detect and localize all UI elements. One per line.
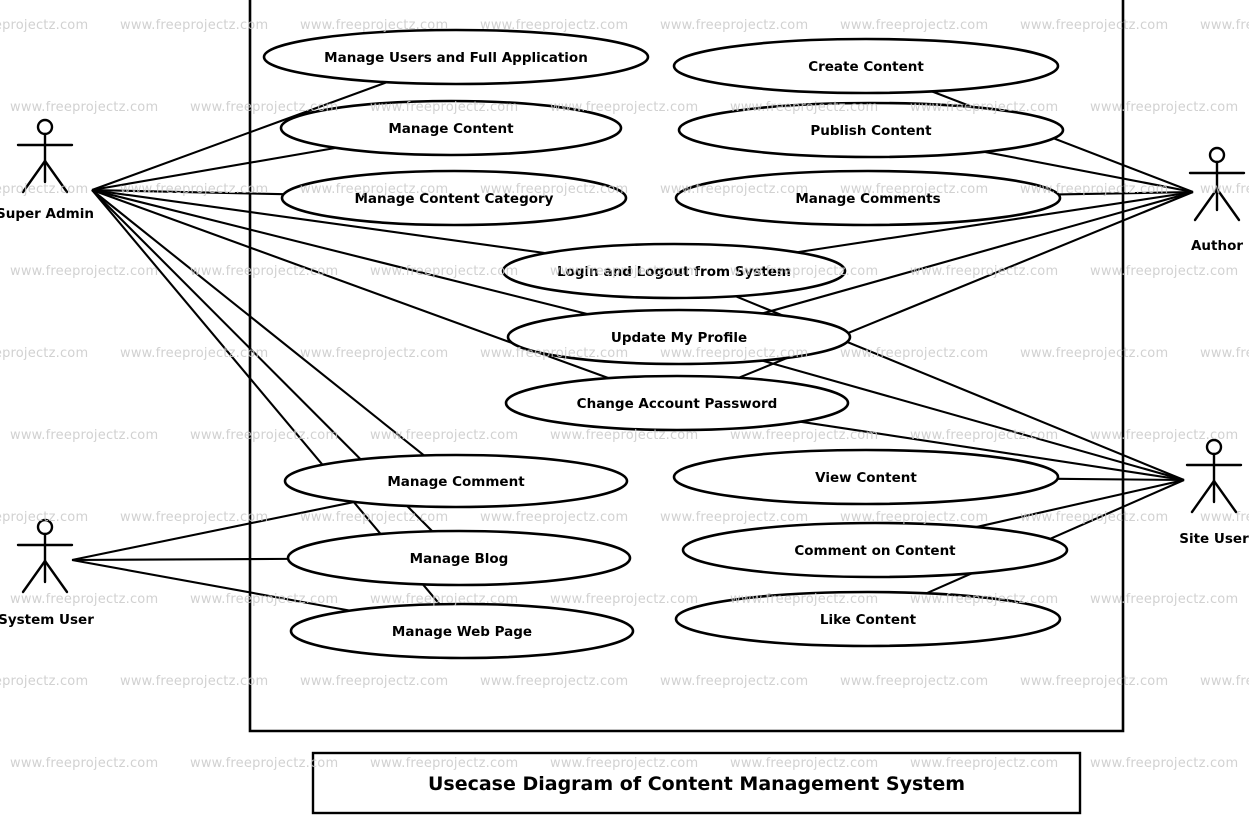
association-site-user-to-update-my-profile: [761, 359, 1185, 482]
usecase-view-content[interactable]: [672, 448, 1060, 506]
actor-head-icon: [1205, 438, 1223, 456]
actor-right-leg-icon: [1215, 187, 1241, 222]
actor-left-leg-icon: [1193, 187, 1219, 222]
association-author-to-manage-comments: [1058, 190, 1194, 196]
association-super-admin-to-manage-content-category: [91, 188, 284, 196]
actor-left-leg-icon: [21, 159, 47, 194]
usecase-label-manage-users-and-full-application: Manage Users and Full Application: [324, 50, 588, 66]
usecase-manage-comments[interactable]: [674, 169, 1062, 227]
actor-system-user[interactable]: System User: [0, 518, 94, 628]
actor-label-site-user: Site User: [1179, 531, 1249, 547]
association-site-user-to-view-content: [1057, 477, 1185, 482]
association-author-to-login-and-logout-from-system: [796, 190, 1194, 254]
actor-label-author: Author: [1191, 238, 1243, 254]
usecase-like-content[interactable]: [674, 590, 1062, 648]
usecase-label-manage-comments: Manage Comments: [795, 191, 940, 207]
usecase-manage-blog[interactable]: [286, 529, 632, 587]
usecase-label-like-content: Like Content: [820, 612, 917, 628]
usecase-label-manage-blog: Manage Blog: [410, 551, 509, 567]
diagram-title: Usecase Diagram of Content Management Sy…: [428, 773, 965, 795]
association-super-admin-to-manage-comment: [91, 189, 425, 457]
association-super-admin-to-manage-content: [91, 146, 337, 192]
usecase-label-create-content: Create Content: [808, 59, 924, 75]
actor-head-icon: [36, 118, 54, 136]
usecase-label-view-content: View Content: [815, 470, 917, 486]
actor-label-super-admin: Super Admin: [0, 206, 94, 222]
actor-right-leg-icon: [1212, 479, 1238, 514]
usecase-manage-web-page[interactable]: [289, 602, 635, 660]
usecase-label-change-account-password: Change Account Password: [577, 396, 778, 412]
association-system-user-to-manage-blog: [71, 557, 289, 562]
usecase-label-manage-content-category: Manage Content Category: [355, 191, 554, 207]
association-lines: [71, 81, 1194, 612]
usecase-login-and-logout-from-system[interactable]: [501, 242, 847, 300]
usecase-manage-content[interactable]: [279, 99, 623, 157]
association-super-admin-to-update-my-profile: [91, 188, 589, 316]
system-boundary: [248, 0, 1125, 733]
association-super-admin-to-manage-users-and-full-application: [91, 81, 388, 191]
association-site-user-to-comment-on-content: [976, 478, 1185, 529]
usecase-publish-content[interactable]: [677, 101, 1065, 159]
actor-head-icon: [36, 518, 54, 536]
association-author-to-update-my-profile: [762, 190, 1194, 315]
usecase-change-account-password[interactable]: [504, 374, 850, 432]
usecase-label-update-my-profile: Update My Profile: [611, 330, 747, 346]
actor-super-admin[interactable]: Super Admin: [0, 118, 94, 222]
association-site-user-to-change-account-password: [800, 420, 1185, 482]
system-boundary-rect: [248, 0, 1125, 733]
usecase-nodes: Manage Users and Full ApplicationCreate …: [262, 28, 1069, 660]
usecase-update-my-profile[interactable]: [506, 308, 852, 366]
association-system-user-to-manage-web-page: [71, 558, 351, 612]
actor-label-system-user: System User: [0, 612, 94, 628]
association-system-user-to-manage-comment: [71, 500, 355, 562]
actor-right-leg-icon: [43, 159, 69, 194]
usecase-manage-users-and-full-application[interactable]: [262, 28, 650, 86]
actor-head-icon: [1208, 146, 1226, 164]
actor-site-user[interactable]: Site User: [1179, 438, 1249, 547]
usecase-label-manage-web-page: Manage Web Page: [392, 624, 532, 640]
usecase-label-manage-content: Manage Content: [388, 121, 514, 137]
actor-author[interactable]: Author: [1188, 146, 1246, 254]
usecase-comment-on-content[interactable]: [681, 521, 1069, 579]
usecase-label-manage-comment: Manage Comment: [387, 474, 525, 490]
association-super-admin-to-login-and-logout-from-system: [91, 188, 546, 255]
usecase-create-content[interactable]: [672, 37, 1060, 95]
actor-left-leg-icon: [1190, 479, 1216, 514]
diagram-title-box: Usecase Diagram of Content Management Sy…: [311, 751, 1082, 815]
actor-left-leg-icon: [21, 559, 47, 594]
usecase-manage-content-category[interactable]: [280, 169, 628, 227]
association-author-to-publish-content: [984, 150, 1194, 194]
usecase-label-login-and-logout-from-system: Login and Logout from System: [557, 264, 791, 280]
usecase-label-publish-content: Publish Content: [810, 123, 932, 139]
usecase-label-comment-on-content: Comment on Content: [794, 543, 956, 559]
title-box-rect: [311, 751, 1082, 815]
usecase-manage-comment[interactable]: [283, 453, 629, 509]
actor-right-leg-icon: [43, 559, 69, 594]
